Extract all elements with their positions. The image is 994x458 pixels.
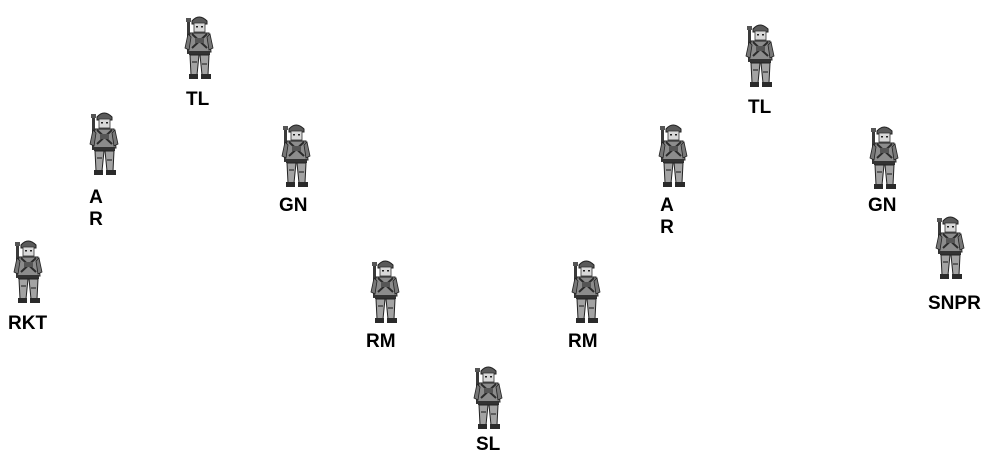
soldier-icon [367, 256, 403, 326]
soldier-icon [866, 122, 902, 192]
soldier-icon [470, 362, 506, 432]
soldier-icon [742, 20, 778, 90]
soldier-label-ar-left: A R [89, 187, 103, 230]
soldier-label-sl: SL [476, 434, 501, 455]
soldier-label-rm-right: RM [568, 331, 598, 352]
soldier-icon [10, 236, 46, 306]
soldier-icon [568, 256, 604, 326]
soldier-label-ar-right: A R [660, 195, 674, 238]
soldier-icon [655, 120, 691, 190]
soldier-icon [932, 212, 968, 282]
soldier-label-rm-left: RM [366, 331, 396, 352]
soldier-label-rkt: RKT [8, 313, 48, 334]
soldier-label-tl-left: TL [186, 89, 210, 110]
soldier-label-gn-left: GN [279, 195, 308, 216]
soldier-icon [86, 108, 122, 178]
soldier-label-gn-right: GN [868, 195, 897, 216]
soldier-label-tl-right: TL [748, 97, 772, 118]
soldier-icon [181, 12, 217, 82]
soldier-icon [278, 120, 314, 190]
soldier-label-snpr: SNPR [928, 293, 981, 314]
